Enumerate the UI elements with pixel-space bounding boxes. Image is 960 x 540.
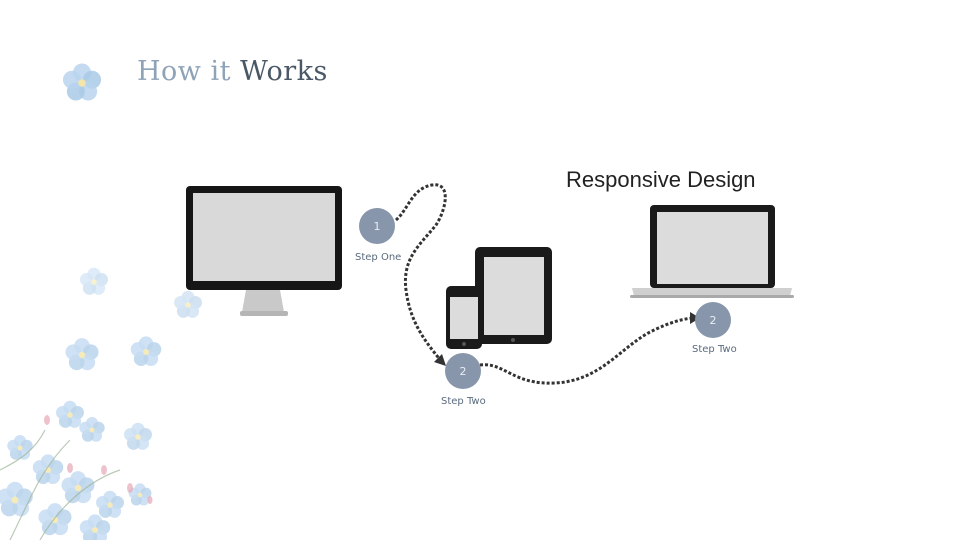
step-label-1: Step One bbox=[355, 252, 402, 263]
title-part-1: How it bbox=[137, 56, 231, 87]
step-label-3: Step Two bbox=[441, 396, 486, 407]
step-label-2: Step Two bbox=[692, 344, 737, 355]
tablet-icon bbox=[475, 247, 552, 344]
laptop-icon bbox=[630, 205, 794, 298]
smartphone-icon bbox=[446, 286, 482, 349]
step-badge-2: 2 bbox=[695, 302, 731, 338]
step-badge-1: 1 bbox=[359, 208, 395, 244]
section-heading: Responsive Design bbox=[566, 167, 756, 192]
step-badge-3: 2 bbox=[445, 353, 481, 389]
title-part-2: Works bbox=[240, 56, 328, 87]
desktop-monitor-icon bbox=[186, 186, 342, 316]
flow-path bbox=[394, 183, 697, 385]
slide-title: How it Works bbox=[137, 56, 328, 87]
